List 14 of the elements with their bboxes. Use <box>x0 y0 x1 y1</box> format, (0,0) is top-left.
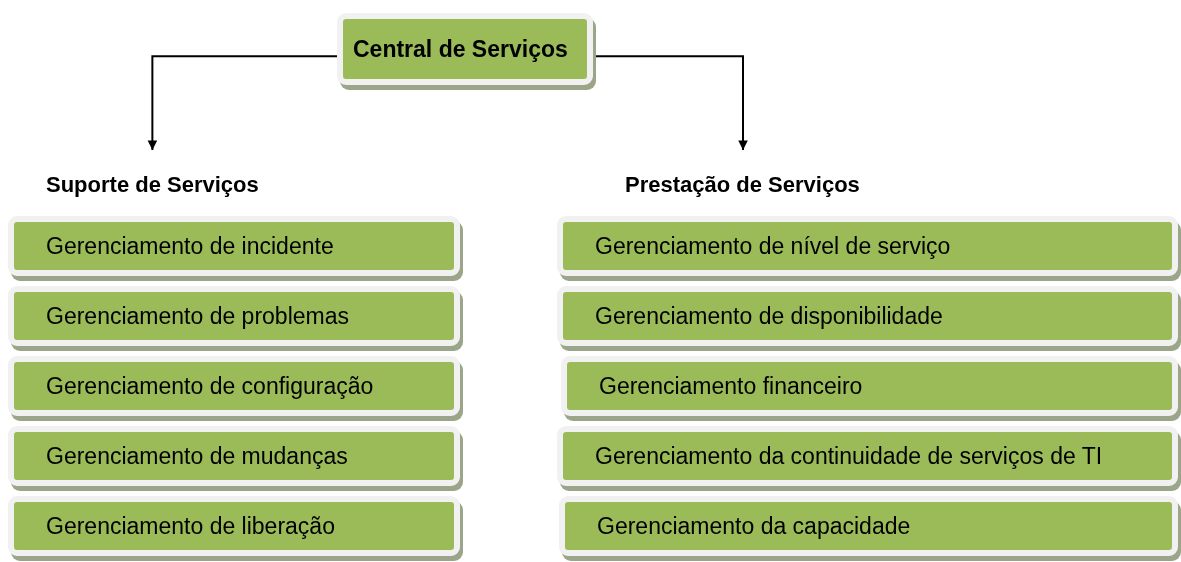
group-heading: Prestação de Serviços <box>625 172 860 198</box>
box-label: Gerenciamento de configuração <box>46 372 374 400</box>
box-label: Gerenciamento de liberação <box>46 512 335 540</box>
box-label: Gerenciamento de disponibilidade <box>595 302 943 330</box>
box-label: Central de Serviços <box>353 35 568 63</box>
box-label: Gerenciamento de nível de serviço <box>595 232 951 260</box>
box-label: Gerenciamento de mudanças <box>46 442 348 470</box>
box-label: Gerenciamento financeiro <box>599 372 863 400</box>
box-label: Gerenciamento da capacidade <box>597 512 911 540</box>
box-label: Gerenciamento de problemas <box>46 302 349 330</box>
group-heading: Suporte de Serviços <box>46 172 259 198</box>
box-label: Gerenciamento da continuidade de serviços de TI <box>595 442 1103 470</box>
box-label: Gerenciamento de incidente <box>46 232 334 260</box>
arrow <box>147 55 338 151</box>
